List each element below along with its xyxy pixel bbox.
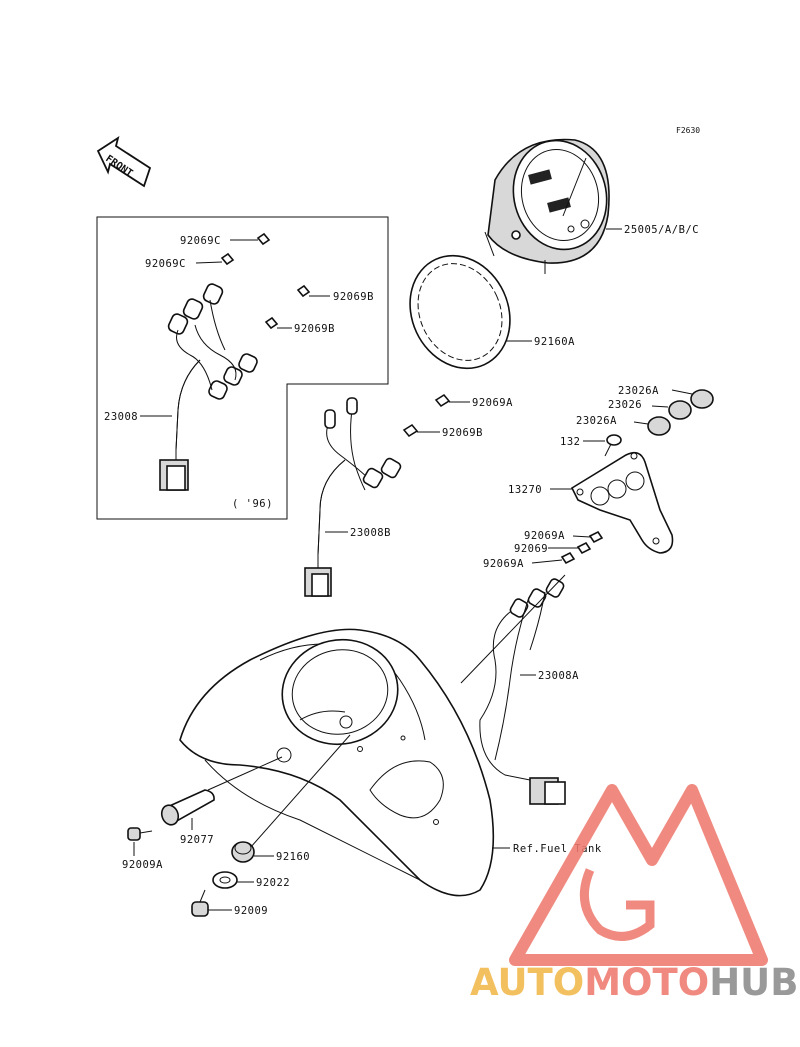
front-arrow-icon: FRONT — [96, 135, 152, 188]
watermark-auto: AUTO — [470, 961, 584, 1004]
label-92069b-i2: 92069B — [294, 323, 335, 335]
watermark-moto: MOTO — [584, 961, 709, 1004]
watermark-logo: AUTOMOTOHUB — [470, 784, 798, 1004]
label-92077: 92077 — [180, 834, 214, 846]
ref-fuel-tank: Ref.Fuel Tank — [513, 843, 602, 855]
label-92069a-c: 92069A — [472, 397, 513, 409]
label-92022: 92022 — [256, 877, 290, 889]
label-23008a: 23008A — [538, 670, 579, 682]
label-92160a: 92160A — [534, 336, 575, 348]
label-23026a-mid: 23026A — [576, 415, 617, 427]
bulbs-right — [560, 530, 604, 565]
watermark-hub: HUB — [709, 961, 798, 1004]
washer-92022 — [212, 871, 238, 889]
screw-92009a — [127, 827, 153, 841]
ring-92160a — [409, 254, 511, 370]
label-92069a-r2: 92069A — [483, 558, 524, 570]
label-92069b-i1: 92069B — [333, 291, 374, 303]
inset-note: ( '96) — [232, 498, 273, 510]
label-92069c-1: 92069C — [180, 235, 221, 247]
label-92009: 92009 — [234, 905, 268, 917]
watermark-triangle-icon — [509, 784, 768, 966]
harness-23008 — [159, 232, 311, 491]
bolt-132 — [604, 434, 622, 457]
meter-cover — [179, 628, 495, 897]
label-25005: 25005/A/B/C — [624, 224, 699, 236]
label-13270: 13270 — [508, 484, 542, 496]
bulbs-center — [402, 393, 451, 438]
label-92069a-r1: 92069A — [524, 530, 565, 542]
figure-code: F2630 — [676, 126, 700, 135]
label-23026: 23026 — [608, 399, 642, 411]
grommet-92160 — [231, 841, 255, 863]
label-23026a-top: 23026A — [618, 385, 659, 397]
label-132: 132 — [560, 436, 580, 448]
svg-text:AUTOMOTOHUB: AUTOMOTOHUB — [470, 961, 798, 1004]
label-23008: 23008 — [104, 411, 138, 423]
label-92160: 92160 — [276, 851, 310, 863]
label-23008b: 23008B — [350, 527, 391, 539]
label-92069-r: 92069 — [514, 543, 548, 555]
screw-92009 — [191, 889, 209, 917]
label-92069c-2: 92069C — [145, 258, 186, 270]
watermark-g-icon — [579, 868, 655, 941]
grommet-parts — [647, 389, 714, 436]
label-92069b-c: 92069B — [442, 427, 483, 439]
knob-92077 — [160, 789, 215, 826]
label-92009a: 92009A — [122, 859, 163, 871]
harness-23008a — [460, 574, 566, 805]
inset-box — [96, 216, 389, 520]
bracket-13270 — [570, 451, 674, 554]
harness-23008b — [304, 397, 402, 597]
meter-assembly — [484, 138, 610, 274]
